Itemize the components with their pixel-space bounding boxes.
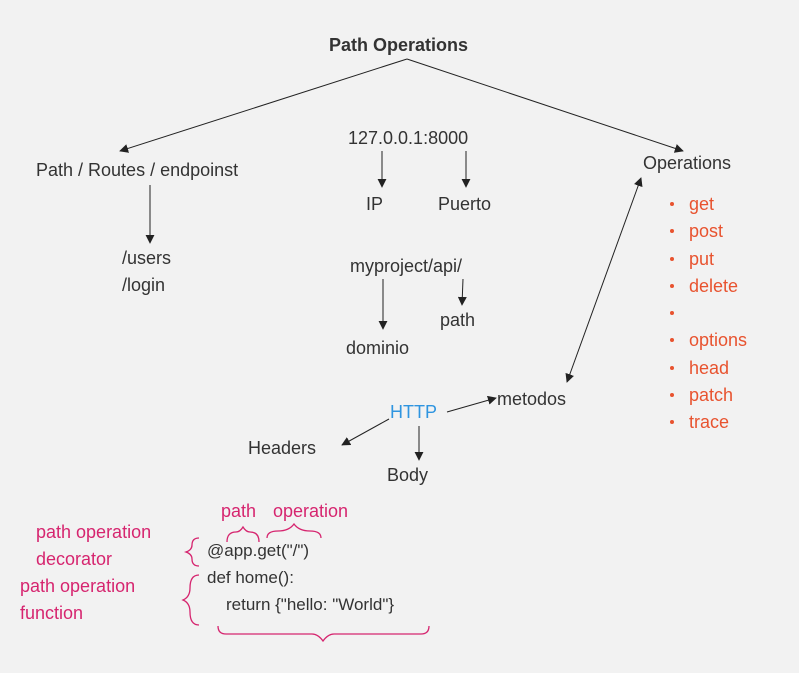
operation-annotation: operation <box>273 501 349 521</box>
body-node: Body <box>387 465 429 485</box>
path-node: path <box>440 310 476 330</box>
edge-title-to-routes <box>119 58 408 153</box>
code-line-decorator: @app.get("/") <box>207 541 310 560</box>
operation-item: patch <box>668 384 747 411</box>
operation-item: head <box>668 357 747 384</box>
brace-path <box>226 525 260 543</box>
decorator-label-line2: decorator <box>36 549 113 569</box>
operations-list-gap <box>668 302 747 329</box>
project-node: myproject/api/ <box>350 256 463 276</box>
code-line-return: return {"hello: "World"} <box>226 595 395 614</box>
edge-project-to-path <box>457 278 467 306</box>
decorator-label-line1: path operation <box>36 522 152 542</box>
operation-item: trace <box>668 411 747 438</box>
edge-http-to-headers <box>341 418 390 446</box>
operation-item: post <box>668 220 747 247</box>
ip-node: IP <box>366 194 384 214</box>
http-node: HTTP <box>390 402 437 422</box>
diagram-title: Path Operations <box>329 35 469 55</box>
domain-node: dominio <box>346 338 410 358</box>
function-label-line2: function <box>20 603 84 623</box>
operations-list: get post put delete options head patch t… <box>668 193 747 439</box>
edge-title-to-operations <box>406 58 684 153</box>
route-example-users: /users <box>122 248 172 268</box>
edge-http-to-methods <box>446 395 497 413</box>
brace-code-bottom <box>217 625 430 643</box>
operation-item: delete <box>668 275 747 302</box>
edge-operations-methods <box>565 177 643 383</box>
brace-decorator <box>183 537 200 567</box>
host-node: 127.0.0.1:8000 <box>348 128 469 148</box>
function-label-line1: path operation <box>20 576 136 596</box>
operations-node: Operations <box>643 153 732 173</box>
headers-node: Headers <box>248 438 317 458</box>
operation-item: get <box>668 193 747 220</box>
code-line-def: def home(): <box>207 568 294 587</box>
brace-operation <box>266 522 322 539</box>
routes-node: Path / Routes / endpoinst <box>36 160 239 180</box>
path-annotation: path <box>221 501 257 521</box>
brace-function <box>181 574 200 626</box>
operation-item: options <box>668 329 747 356</box>
methods-node: metodos <box>497 389 567 409</box>
route-example-login: /login <box>122 275 166 295</box>
operation-item: put <box>668 248 747 275</box>
port-node: Puerto <box>438 194 492 214</box>
